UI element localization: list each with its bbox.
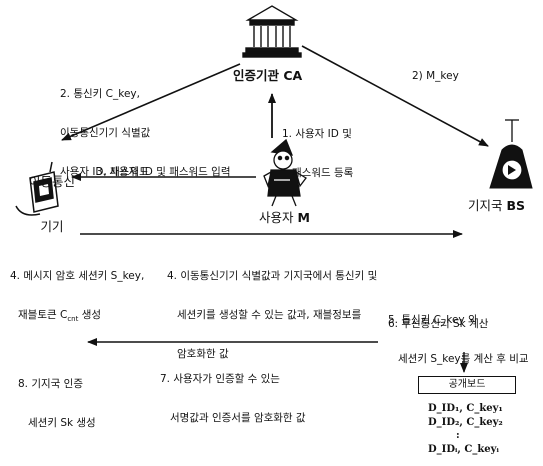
node-bs-label: 기지국: [468, 198, 503, 213]
step6-label: 6. 무선통신키 Sk 계산: [388, 318, 489, 330]
step2-label: 2. 통신키 C_key, 이동통신기기 식별값 사용자 ID, 패스워드: [60, 62, 150, 192]
node-mobile-line2: 기기: [40, 219, 64, 234]
step4b-label: 4. 이동통신기기 식별값과 기지국에서 통신키 및 세션키를 생성할 수 있는…: [167, 244, 377, 374]
step2-line2: 이동통신기기 식별값: [60, 127, 151, 139]
step5-line2: 세션키 S_key를 계산 후 비교: [398, 353, 529, 365]
step2-line1: 2. 통신키 C_key,: [60, 88, 140, 100]
step1-line2: 패스워드 등록: [292, 167, 354, 179]
step7-line1: 7. 사용자가 인증할 수 있는: [160, 373, 280, 385]
step2-line3: 사용자 ID, 패스워드: [60, 166, 149, 178]
node-user-label: 사용자: [259, 210, 294, 225]
step8-label: 8. 기지국 인증 세션키 Sk 생성: [18, 352, 96, 443]
bank-building-icon: [242, 5, 302, 58]
step4a-line1: 4. 메시지 암호 세션키 S_key,: [10, 270, 145, 282]
step7-label: 7. 사용자가 인증할 수 있는 서명값과 인증서를 암호화한 값: [160, 347, 306, 438]
step4b-line2: 세션키를 생성할 수 있는 값과, 재블정보를: [177, 309, 362, 321]
step1-line1: 1. 사용자 ID 및: [282, 128, 352, 140]
step2b-label: 2) M_key: [412, 70, 459, 82]
step4a-line2-end: 생성: [81, 309, 102, 321]
step4b-line1: 4. 이동통신기기 식별값과 기지국에서 통신키 및: [167, 270, 378, 282]
node-ca: 인증기관 CA: [233, 68, 302, 83]
mobile-device-icon: [15, 161, 59, 216]
step4a-sub: cnt: [67, 315, 79, 324]
step4b-line3: 암호화한 값: [177, 348, 229, 360]
arrow-step2: [61, 63, 241, 141]
step8-line1: 8. 기지국 인증: [18, 378, 83, 390]
node-bs-code: BS: [506, 198, 526, 213]
node-mobile: 이동통신 기기: [22, 144, 82, 249]
node-mobile-line1: 이동통신: [28, 174, 75, 189]
step1-label: 1. 사용자 ID 및 패스워드 등록: [282, 102, 353, 193]
node-ca-label: 인증기관: [233, 68, 280, 83]
public-board: 공개보드: [418, 376, 516, 394]
public-board-entry: :: [456, 430, 460, 441]
step3-label: 3. 사용자 ID 및 패스워드 입력: [96, 166, 231, 178]
step5-label: 5. 통신키 C_key 와 세션키 S_key를 계산 후 비교: [388, 288, 529, 379]
arrow-step2-bs: [301, 45, 489, 147]
node-user: 사용자 M: [259, 210, 310, 225]
node-bs: 기지국 BS: [468, 198, 525, 213]
public-board-entry: D_ID₂, C_key₂: [428, 416, 503, 428]
node-user-code: M: [297, 210, 310, 225]
public-board-entries: D_ID₁, C_key₁ D_ID₂, C_key₂ : D_IDᵢ, C_k…: [428, 402, 503, 456]
step4a-line2: 재블토큰 C: [18, 309, 68, 321]
user-character-icon: [263, 138, 307, 207]
node-ca-code: CA: [283, 68, 303, 83]
step4a-label: 4. 메시지 암호 세션키 S_key, 재블토큰 Ccnt 생성: [10, 244, 144, 339]
public-board-entry: D_IDᵢ, C_keyᵢ: [428, 443, 499, 455]
step8-line2: 세션키 Sk 생성: [28, 417, 96, 429]
step5-line1: 5. 통신키 C_key 와: [388, 314, 478, 326]
step7-line2: 서명값과 인증서를 암호화한 값: [170, 412, 306, 424]
public-board-entry: D_ID₁, C_key₁: [428, 403, 503, 414]
base-station-icon: [489, 119, 533, 189]
